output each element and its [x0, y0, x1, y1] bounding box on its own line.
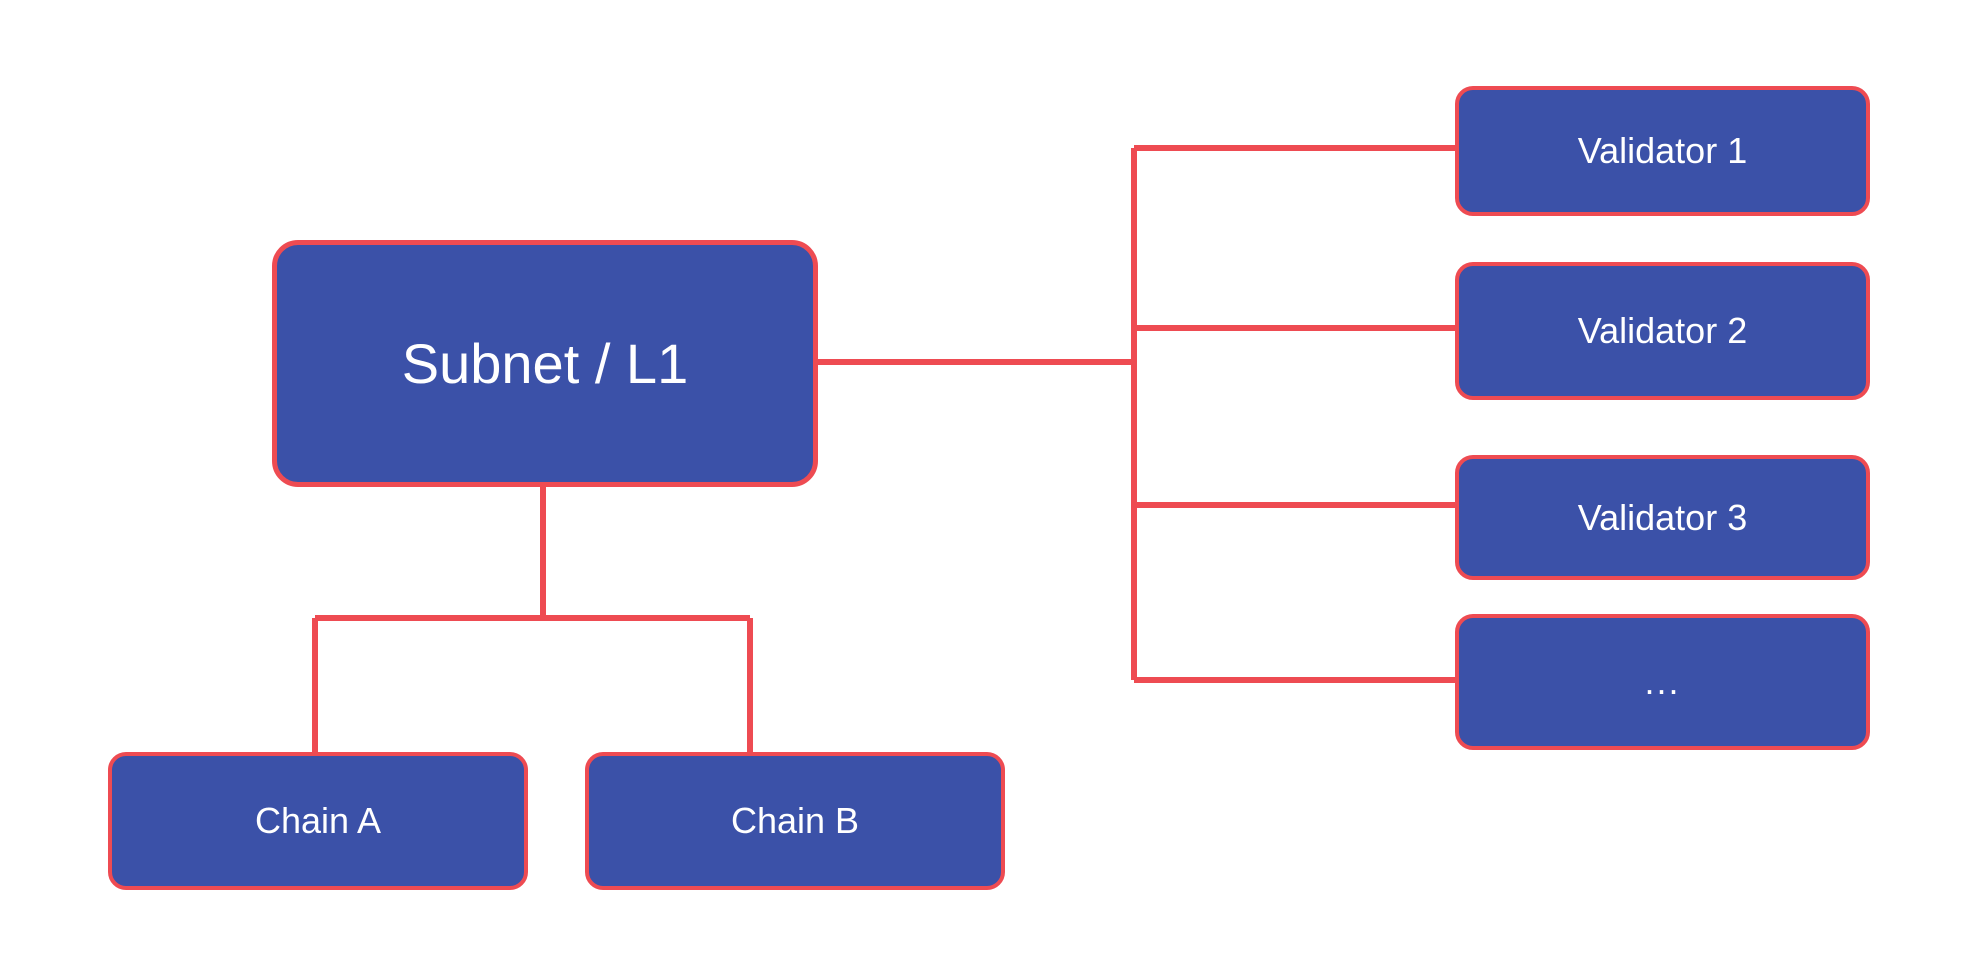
node-chain-b-label: Chain B — [730, 800, 860, 842]
node-chain-a-label: Chain A — [254, 800, 382, 842]
node-validator-3-label: Validator 3 — [1577, 496, 1748, 538]
node-chain-b[interactable]: Chain B — [585, 752, 1005, 890]
node-validator-2-label: Validator 2 — [1577, 310, 1748, 352]
node-chain-a[interactable]: Chain A — [108, 752, 528, 890]
node-validator-2[interactable]: Validator 2 — [1455, 262, 1870, 400]
node-validator-more[interactable]: ... — [1455, 614, 1870, 750]
node-subnet-l1-label: Subnet / L1 — [401, 331, 689, 395]
node-validator-1[interactable]: Validator 1 — [1455, 86, 1870, 216]
node-validator-1-label: Validator 1 — [1577, 130, 1748, 172]
node-validator-3[interactable]: Validator 3 — [1455, 455, 1870, 580]
node-validator-more-label: ... — [1644, 661, 1681, 703]
node-subnet-l1[interactable]: Subnet / L1 — [272, 240, 818, 487]
